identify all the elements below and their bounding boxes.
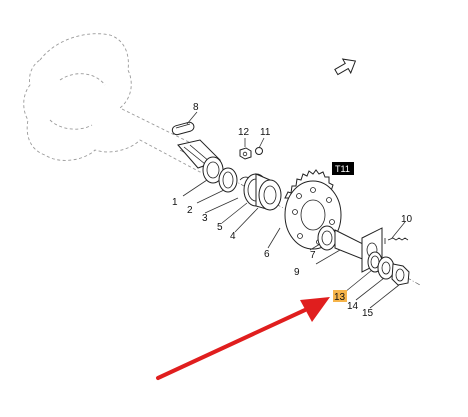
highlight-box [333, 290, 347, 302]
callout-7: 7 [310, 250, 316, 261]
callout-13-highlight: 13 [333, 290, 347, 303]
part-4-bearing [243, 173, 282, 211]
part-9-ring [317, 225, 337, 251]
housing-outline [23, 33, 216, 173]
leader-lines [182, 111, 406, 309]
callout-15: 15 [362, 308, 374, 319]
part-15-nut [391, 263, 410, 286]
callout-14: 14 [347, 301, 359, 312]
callout-1: 1 [172, 197, 178, 208]
callout-5: 5 [217, 222, 223, 233]
view-tag-background [332, 162, 354, 175]
part-10-bolt [384, 237, 409, 244]
part-8-key [171, 121, 195, 136]
callout-labels: 1 2 3 5 4 6 9 7 8 12 11 10 14 15 [172, 102, 413, 319]
callout-9: 9 [294, 267, 300, 278]
pointer-arrow-icon [156, 297, 330, 380]
callout-13: 13 [334, 292, 346, 303]
part-2-washer [218, 167, 238, 193]
callout-10: 10 [401, 214, 413, 225]
part-14-bearing [377, 256, 395, 280]
part-11-washer [255, 147, 263, 155]
direction-arrow-icon [334, 58, 357, 76]
view-tag: T11 [332, 162, 354, 175]
callout-11: 11 [260, 127, 271, 138]
view-tag-label: T11 [335, 164, 350, 174]
part-12-nut [239, 147, 252, 160]
callout-3: 3 [202, 213, 208, 224]
callout-2: 2 [187, 205, 193, 216]
callout-6: 6 [264, 249, 270, 260]
callout-8: 8 [193, 102, 199, 113]
callout-12: 12 [238, 127, 250, 138]
callout-4: 4 [230, 231, 236, 242]
